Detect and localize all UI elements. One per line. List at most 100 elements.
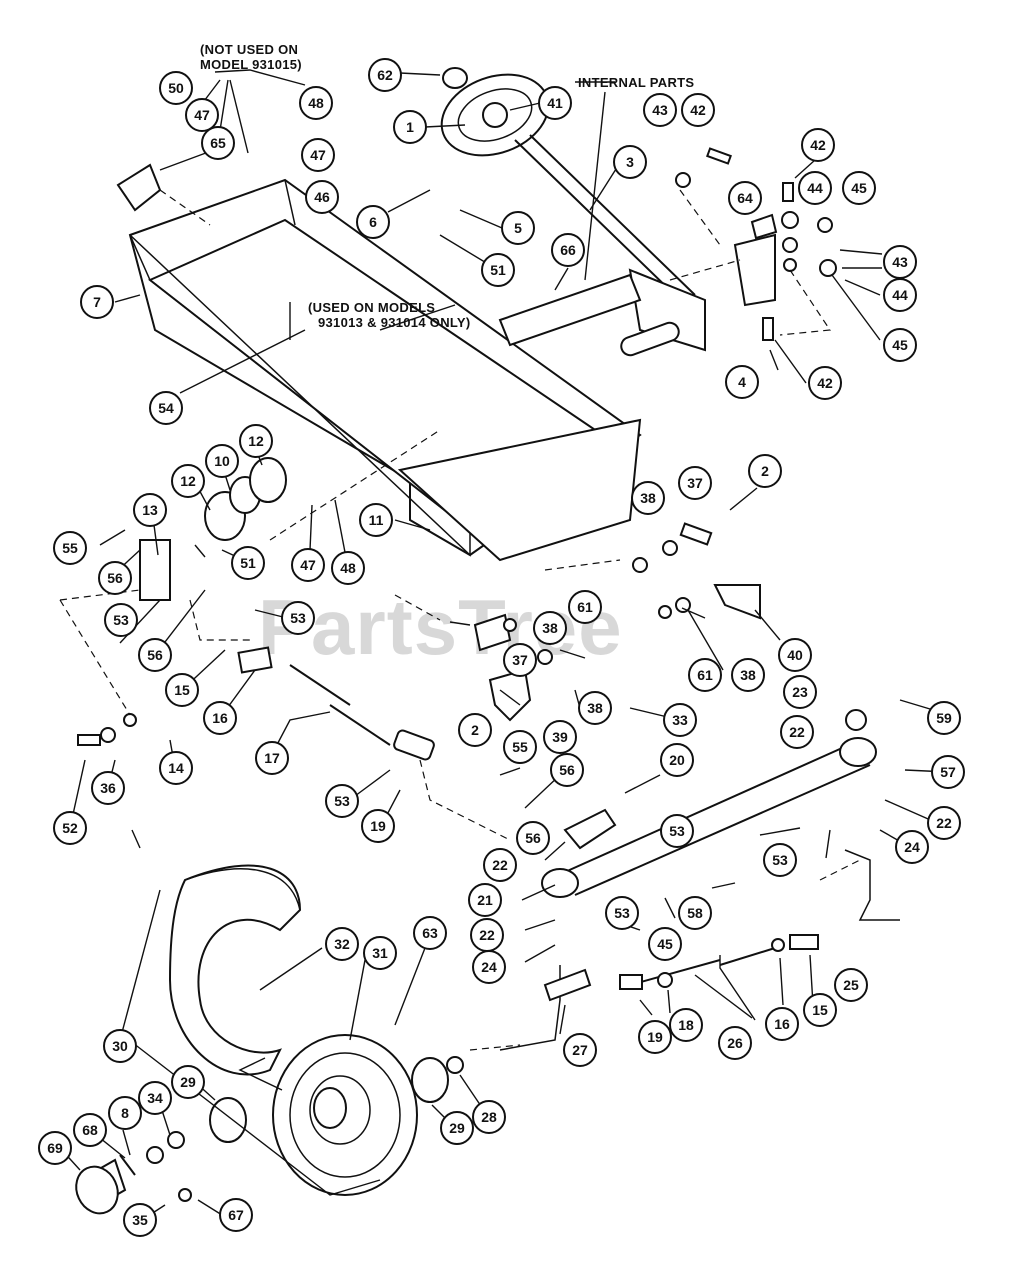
callout-38: 38 — [578, 691, 612, 725]
callout-24: 24 — [895, 830, 929, 864]
callout-8: 8 — [108, 1096, 142, 1130]
svg-text:50: 50 — [168, 80, 184, 96]
callout-38: 38 — [533, 611, 567, 645]
svg-text:22: 22 — [479, 927, 495, 943]
callout-45: 45 — [842, 171, 876, 205]
svg-text:68: 68 — [82, 1122, 98, 1138]
callout-28: 28 — [472, 1100, 506, 1134]
callout-42: 42 — [808, 366, 842, 400]
callout-59: 59 — [927, 701, 961, 735]
callout-19: 19 — [638, 1020, 672, 1054]
callout-22: 22 — [483, 848, 517, 882]
svg-text:43: 43 — [652, 102, 668, 118]
front-axle — [541, 709, 877, 898]
svg-text:51: 51 — [240, 555, 256, 571]
callout-53: 53 — [281, 601, 315, 635]
svg-text:58: 58 — [687, 905, 703, 921]
callout-36: 36 — [91, 771, 125, 805]
callout-67: 67 — [219, 1198, 253, 1232]
svg-text:10: 10 — [214, 453, 230, 469]
svg-text:4: 4 — [738, 374, 746, 390]
svg-text:29: 29 — [449, 1120, 465, 1136]
svg-text:28: 28 — [481, 1109, 497, 1125]
callout-50: 50 — [159, 71, 193, 105]
svg-text:45: 45 — [657, 936, 673, 952]
svg-text:51: 51 — [490, 262, 506, 278]
callout-17: 17 — [255, 741, 289, 775]
svg-text:69: 69 — [47, 1140, 63, 1156]
svg-text:31: 31 — [372, 945, 388, 961]
callout-1: 1 — [393, 110, 427, 144]
callout-3: 3 — [613, 145, 647, 179]
svg-text:41: 41 — [547, 95, 563, 111]
callout-38: 38 — [631, 481, 665, 515]
callout-16: 16 — [765, 1007, 799, 1041]
svg-text:48: 48 — [308, 95, 324, 111]
svg-text:65: 65 — [210, 135, 226, 151]
svg-text:19: 19 — [370, 818, 386, 834]
svg-text:20: 20 — [669, 752, 685, 768]
callout-52: 52 — [53, 811, 87, 845]
callout-63: 63 — [413, 916, 447, 950]
svg-text:16: 16 — [774, 1016, 790, 1032]
svg-text:47: 47 — [194, 107, 210, 123]
callout-12: 12 — [239, 424, 273, 458]
mid-hardware — [473, 522, 761, 722]
callout-29: 29 — [440, 1111, 474, 1145]
svg-text:61: 61 — [697, 667, 713, 683]
svg-text:2: 2 — [471, 722, 479, 738]
svg-text:53: 53 — [334, 793, 350, 809]
svg-text:42: 42 — [810, 137, 826, 153]
callout-44: 44 — [798, 171, 832, 205]
svg-text:16: 16 — [212, 710, 228, 726]
note-not-used-line2: MODEL 931015) — [200, 57, 302, 72]
callout-53: 53 — [104, 603, 138, 637]
svg-text:38: 38 — [587, 700, 603, 716]
svg-text:21: 21 — [477, 892, 493, 908]
callout-24: 24 — [472, 950, 506, 984]
callout-34: 34 — [138, 1081, 172, 1115]
tie-rod — [619, 934, 819, 990]
steering-wheel — [440, 67, 550, 157]
note-used-on-line2: 931013 & 931014 ONLY) — [318, 315, 471, 330]
callout-31: 31 — [363, 936, 397, 970]
callout-6: 6 — [356, 205, 390, 239]
callout-19: 19 — [361, 809, 395, 843]
callout-48: 48 — [331, 551, 365, 585]
callout-62: 62 — [368, 58, 402, 92]
callout-51: 51 — [481, 253, 515, 287]
callout-40: 40 — [778, 638, 812, 672]
svg-text:22: 22 — [936, 815, 952, 831]
chassis-frame — [128, 178, 642, 562]
callout-14: 14 — [159, 751, 193, 785]
callout-20: 20 — [660, 743, 694, 777]
callout-21: 21 — [468, 883, 502, 917]
callout-66: 66 — [551, 233, 585, 267]
callout-68: 68 — [73, 1113, 107, 1147]
svg-text:32: 32 — [334, 936, 350, 952]
svg-text:38: 38 — [640, 490, 656, 506]
callout-46: 46 — [305, 180, 339, 214]
callout-25: 25 — [834, 968, 868, 1002]
upper-right-hardware — [675, 147, 837, 341]
svg-text:54: 54 — [158, 400, 174, 416]
callout-56: 56 — [138, 638, 172, 672]
axle-tube — [498, 273, 642, 347]
callout-5: 5 — [501, 211, 535, 245]
callout-15: 15 — [803, 993, 837, 1027]
callout-53: 53 — [763, 843, 797, 877]
left-hub-assembly — [77, 457, 435, 761]
svg-text:24: 24 — [904, 839, 920, 855]
callout-4: 4 — [725, 365, 759, 399]
svg-text:7: 7 — [93, 294, 101, 310]
callout-56: 56 — [516, 821, 550, 855]
callout-23: 23 — [783, 675, 817, 709]
svg-text:53: 53 — [113, 612, 129, 628]
svg-text:5: 5 — [514, 220, 522, 236]
callout-55: 55 — [53, 531, 87, 565]
svg-text:30: 30 — [112, 1038, 128, 1054]
svg-text:19: 19 — [647, 1029, 663, 1045]
callout-2: 2 — [458, 713, 492, 747]
callout-64: 64 — [728, 181, 762, 215]
